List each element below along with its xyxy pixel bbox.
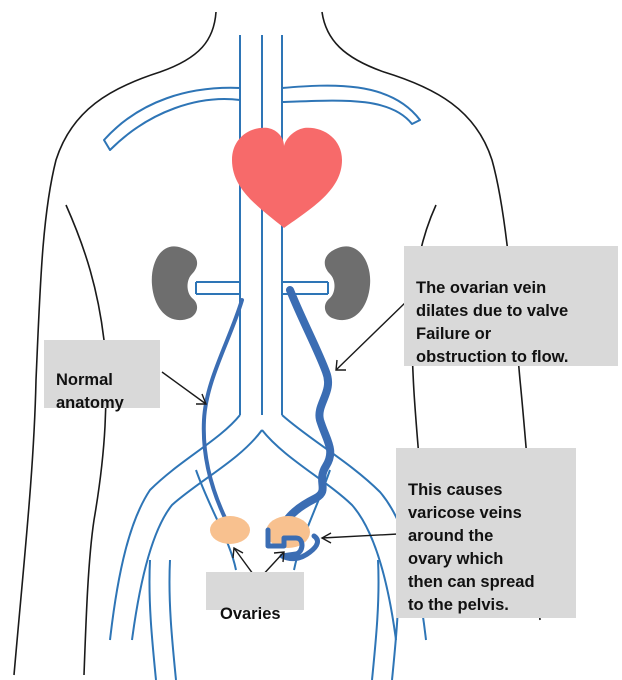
arrow-normal-anatomy — [162, 372, 206, 404]
label-normal-anatomy-text: Normal anatomy — [56, 369, 160, 415]
kidney-right-icon — [325, 246, 370, 320]
label-normal-anatomy: Normal anatomy — [44, 340, 160, 408]
label-varicose: This causes varicose veins around the ov… — [396, 448, 576, 618]
heart-icon — [232, 128, 342, 228]
normal-ovarian-vein — [204, 300, 242, 520]
label-varicose-text: This causes varicose veins around the ov… — [408, 479, 576, 617]
label-ovarian-vein-text: The ovarian vein dilates due to valve Fa… — [416, 277, 618, 369]
arrow-varicose — [322, 534, 398, 538]
subclavian-vein-left — [104, 88, 240, 150]
subclavian-vein-right — [282, 86, 420, 124]
label-ovaries: Ovaries — [206, 572, 304, 610]
kidney-left-icon — [152, 246, 197, 320]
label-ovarian-vein: The ovarian vein dilates due to valve Fa… — [404, 246, 618, 366]
waist-left — [66, 205, 106, 675]
renal-vein-left — [196, 282, 240, 294]
ovary-left — [210, 516, 250, 544]
leg-vein-left — [149, 560, 176, 680]
label-ovaries-text: Ovaries — [220, 603, 304, 626]
dilated-ovarian-vein — [282, 290, 330, 530]
